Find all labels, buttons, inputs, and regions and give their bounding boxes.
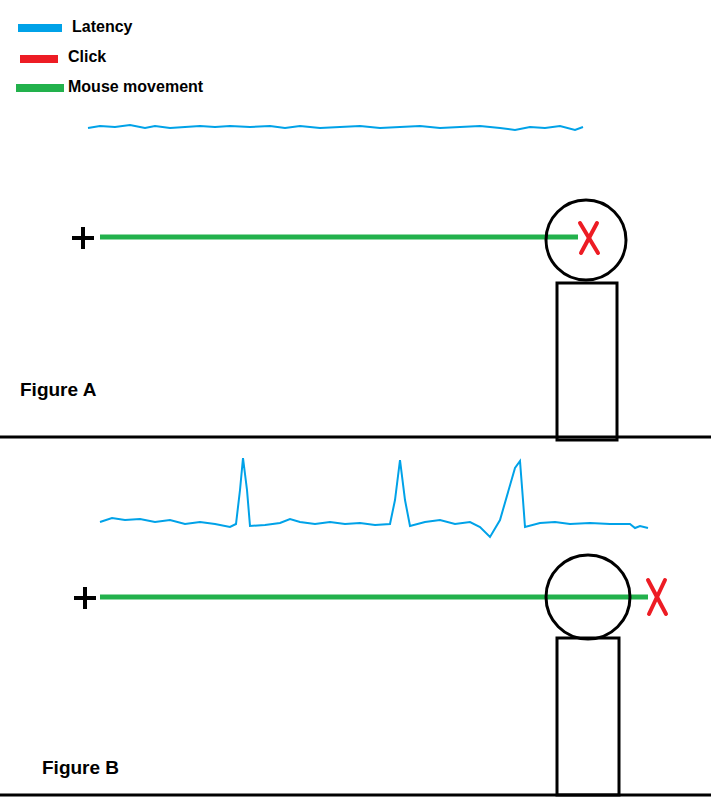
legend-swatch [18,24,62,32]
crosshair [72,227,94,249]
mouse-path [100,235,578,240]
figure-label: Figure B [42,757,119,779]
click-mark [648,580,666,614]
figure-label: Figure A [20,379,96,401]
mouse-path [100,595,648,600]
legend-swatch [16,84,64,92]
latency-line [88,125,583,130]
target-head [546,555,630,639]
click-mark [580,223,598,253]
ground-line [0,794,711,797]
latency-line [100,458,648,537]
legend-text: Click [68,48,106,66]
ground-line [0,436,711,439]
target-body [557,283,617,440]
legend-swatch [20,55,58,63]
target-body [557,638,619,795]
crosshair [74,587,96,609]
target-head [546,200,626,280]
legend-text: Latency [72,18,132,36]
legend-text: Mouse movement [68,78,203,96]
